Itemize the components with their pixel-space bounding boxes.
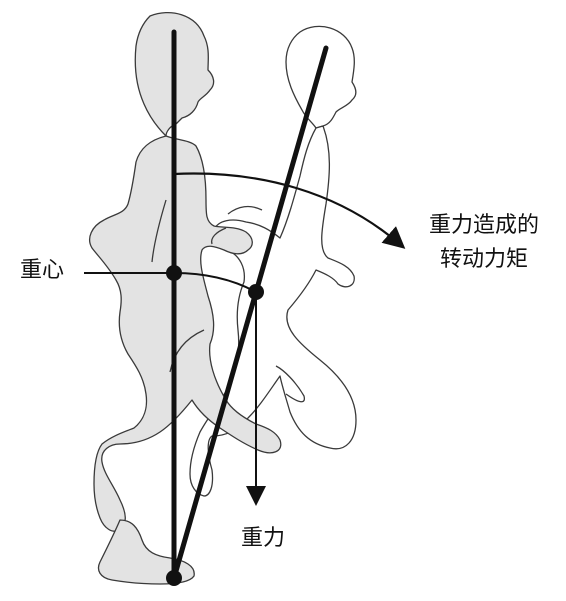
torque-arrow bbox=[173, 172, 406, 249]
leaning-body-line bbox=[171, 45, 329, 581]
center-of-gravity-dot bbox=[166, 265, 182, 281]
leaning-runner-outline bbox=[189, 25, 357, 497]
torque-label: 重力造成的 转动力矩 bbox=[424, 209, 544, 277]
torque-label-line-1: 重力造成的 bbox=[428, 213, 539, 238]
gravity-label: 重力 bbox=[241, 526, 286, 551]
torque-label-line-2: 转动力矩 bbox=[439, 247, 528, 272]
upright-runner-figure bbox=[89, 12, 282, 585]
shifted-center-of-gravity-dot bbox=[248, 284, 264, 300]
foot-pivot-dot bbox=[166, 570, 182, 586]
center-of-gravity-label: 重心 bbox=[20, 258, 65, 283]
